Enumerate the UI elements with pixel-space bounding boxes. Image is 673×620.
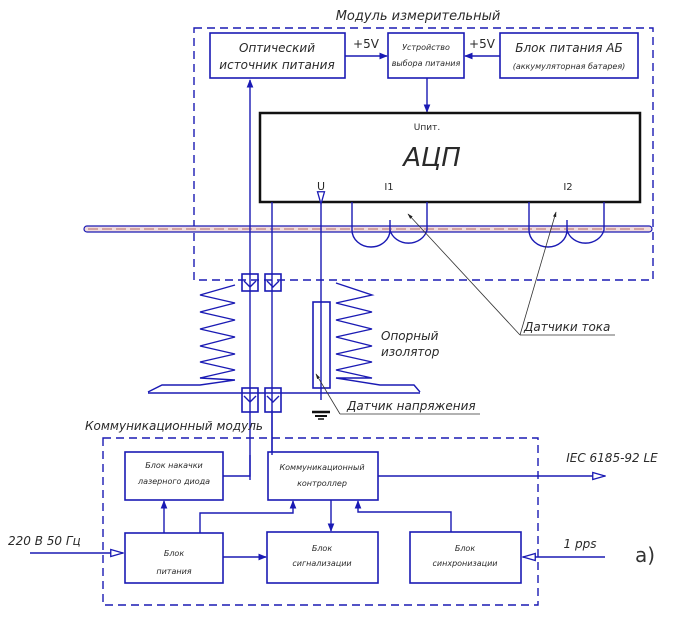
iec-output-label: IEC 6185-92 LE xyxy=(566,451,658,465)
fiber-connector-top-2 xyxy=(264,273,282,292)
busbar xyxy=(83,225,653,233)
svg-text:контроллер: контроллер xyxy=(297,479,347,488)
svg-text:Блок накачки: Блок накачки xyxy=(145,461,203,470)
voltage-sensor-label: Датчик напряжения xyxy=(346,399,476,413)
svg-text:Блок: Блок xyxy=(312,544,332,553)
voltage-label-left: +5V xyxy=(353,37,380,51)
communication-module-title: Коммуникационный модуль xyxy=(85,419,263,433)
svg-text:(аккумуляторная батарея): (аккумуляторная батарея) xyxy=(513,62,626,71)
svg-text:Блок: Блок xyxy=(455,544,475,553)
svg-text:питания: питания xyxy=(156,567,191,576)
signal-block: Блок сигнализации xyxy=(266,531,379,584)
adc-input-i1: I1 xyxy=(384,182,393,193)
measuring-module-title: Модуль измерительный xyxy=(336,9,501,24)
adc-input-i2: I2 xyxy=(563,182,572,193)
laser-pump-block: Блок накачки лазерного диода xyxy=(124,451,224,501)
insulator-ribs-left xyxy=(147,284,236,393)
adc-title: АЦП xyxy=(401,143,461,173)
svg-text:лазерного диода: лазерного диода xyxy=(137,477,210,486)
current-sensors-label: Датчики тока xyxy=(523,320,610,334)
sync-to-controller-wire xyxy=(354,500,452,532)
support-insulator-label-1: Опорный xyxy=(381,329,439,343)
svg-text:Блок: Блок xyxy=(164,549,184,558)
svg-text:сигнализации: сигнализации xyxy=(292,559,351,568)
svg-text:синхронизации: синхронизации xyxy=(433,559,498,568)
adc-supply-label: Uпит. xyxy=(414,123,440,133)
mains-input-label: 220 В 50 Гц xyxy=(8,534,81,548)
sync-block: Блок синхронизации xyxy=(409,531,522,584)
current-sensor-2 xyxy=(528,202,605,248)
support-insulator-label-2: изолятор xyxy=(381,345,440,359)
power-selector-block: Устройство выбора питания xyxy=(387,32,465,79)
voltage-sensor xyxy=(312,301,331,389)
ground-icon xyxy=(312,410,330,420)
measuring-module-frame xyxy=(193,27,654,281)
svg-text:Оптический: Оптический xyxy=(239,41,315,55)
comm-controller-block: Коммуникационный контроллер xyxy=(267,451,379,501)
power-to-controller-wire xyxy=(199,500,297,533)
communication-module-frame xyxy=(102,437,539,606)
battery-block: Блок питания АБ (аккумуляторная батарея) xyxy=(499,32,639,79)
svg-text:источник питания: источник питания xyxy=(219,58,334,72)
laser-pump-fiber-wire xyxy=(223,455,251,477)
fiber-connector-top-1 xyxy=(241,273,259,292)
optical-source-block: Оптический источник питания xyxy=(209,32,346,79)
current-sensor-leader-1 xyxy=(407,213,521,336)
svg-text:Блок питания АБ: Блок питания АБ xyxy=(515,41,622,55)
power-block: Блок питания xyxy=(124,532,224,584)
current-sensor-leader-2 xyxy=(519,211,557,336)
sync-input-label: 1 pps xyxy=(564,537,597,551)
fiber-connector-bottom-1 xyxy=(241,387,259,413)
svg-text:выбора питания: выбора питания xyxy=(392,59,461,68)
current-sensor-1 xyxy=(351,202,428,248)
svg-text:Коммуникационный: Коммуникационный xyxy=(279,463,364,472)
svg-text:Устройство: Устройство xyxy=(402,43,450,52)
figure-label: а) xyxy=(635,543,655,567)
voltage-label-right: +5V xyxy=(469,37,496,51)
voltage-sensor-leader xyxy=(315,373,341,415)
insulator-ribs-right xyxy=(335,282,421,393)
adc-block: Uпит. АЦП U I1 I2 xyxy=(258,111,642,204)
fiber-connector-bottom-2 xyxy=(264,387,282,413)
adc-input-u: U xyxy=(317,180,325,193)
